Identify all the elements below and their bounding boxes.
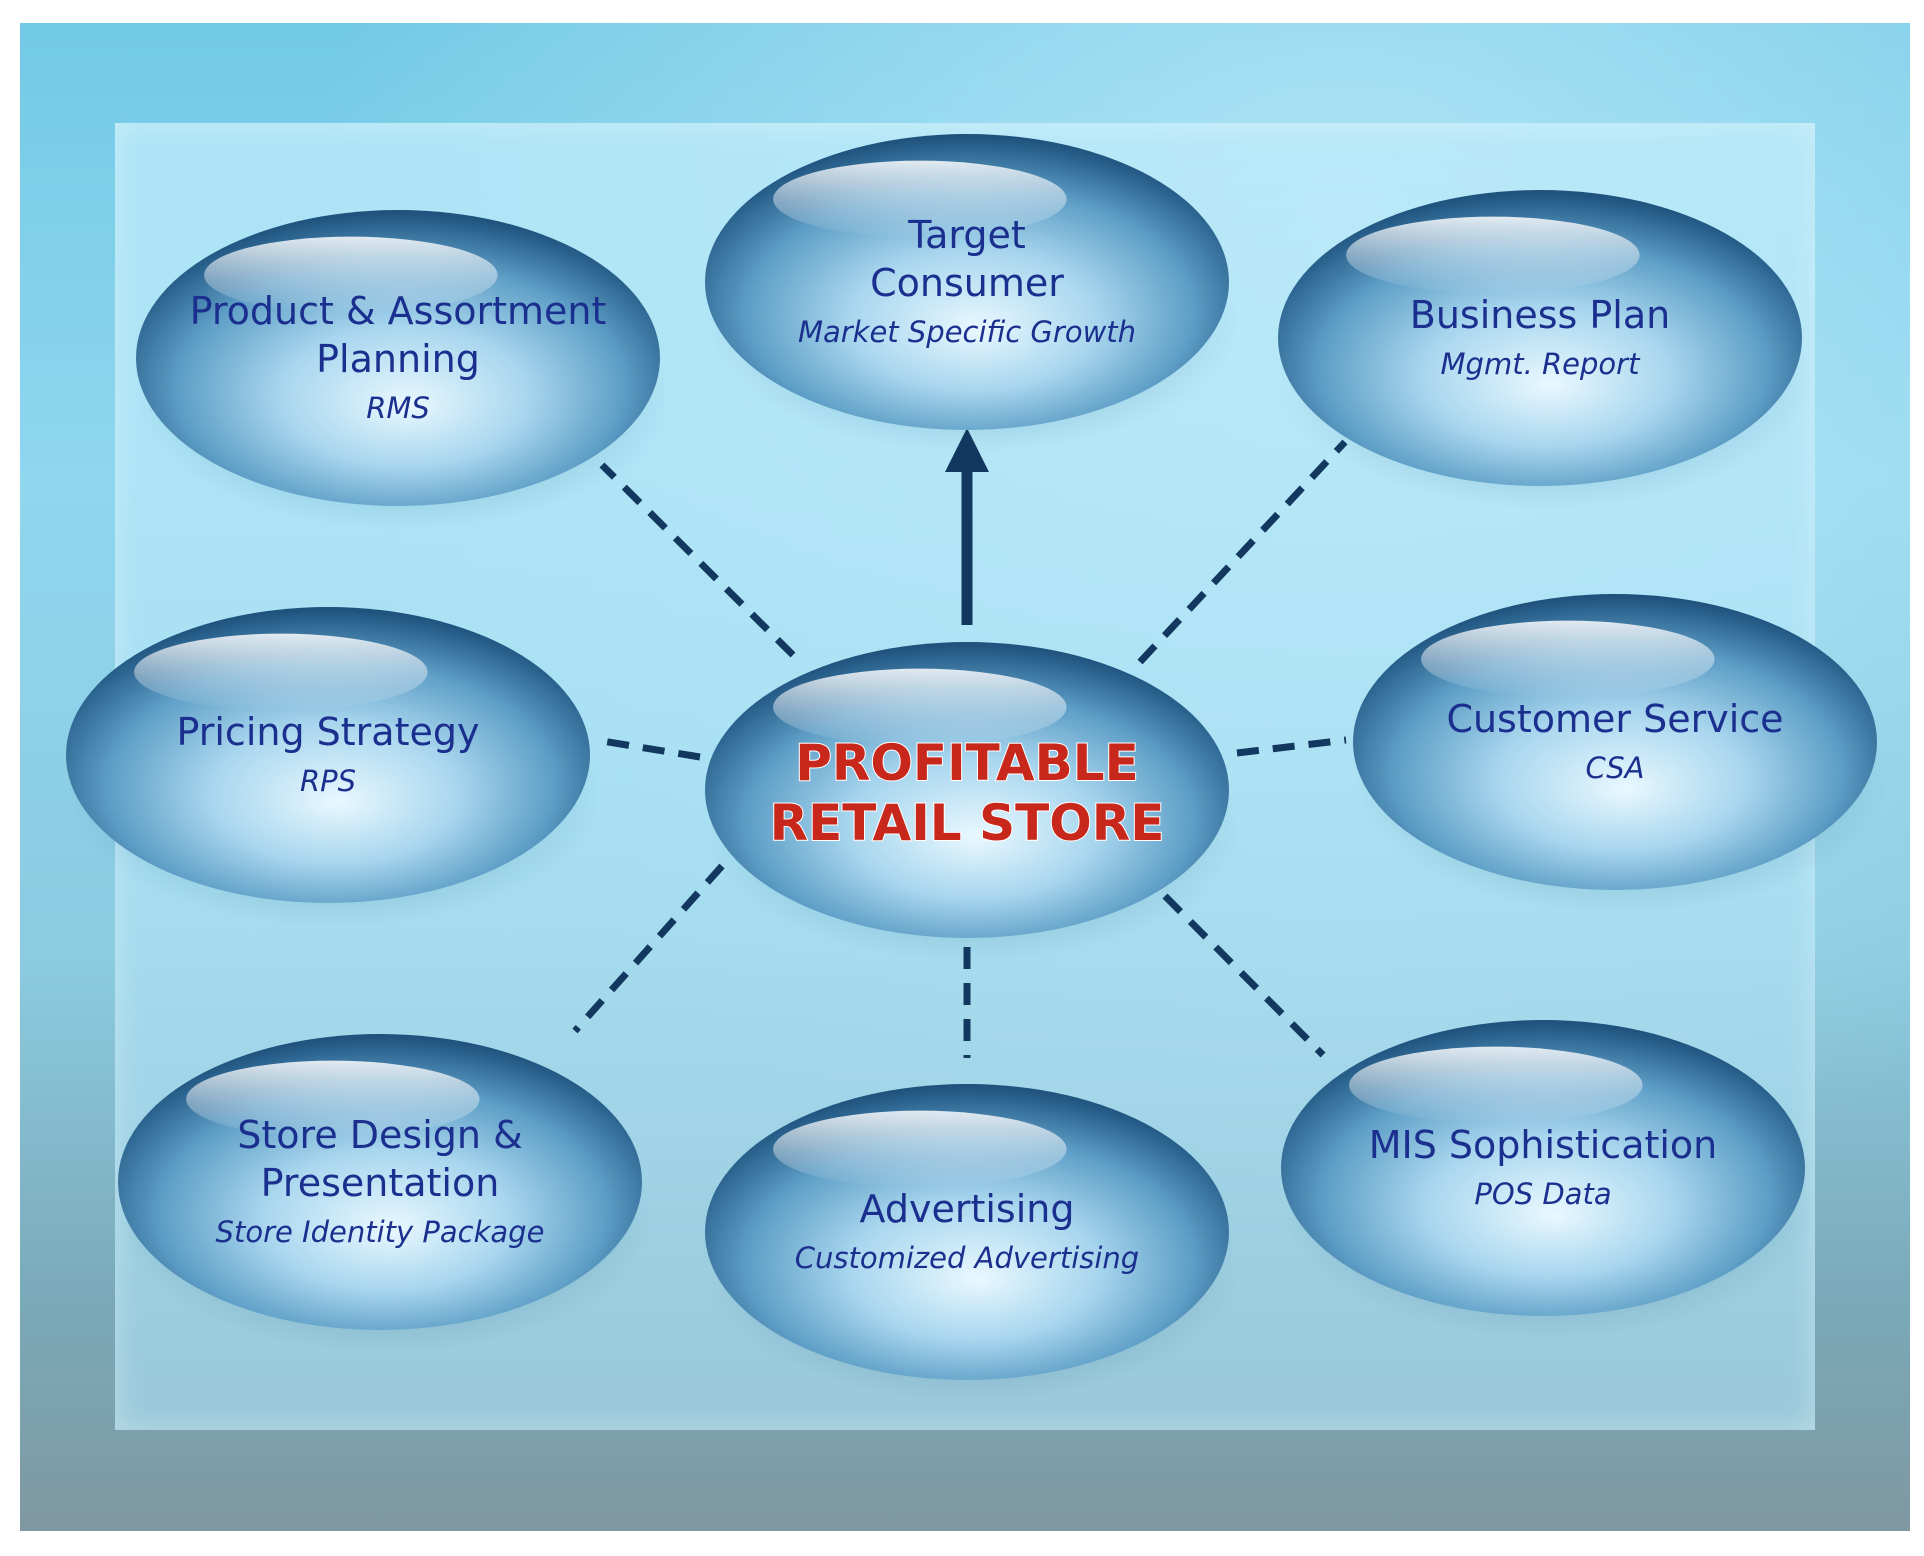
node-title: MIS Sophistication (1369, 1123, 1718, 1167)
node-title: Business Plan (1410, 293, 1671, 337)
node-title: Product & Assortment (190, 289, 607, 333)
node-subtitle: RMS (366, 391, 430, 425)
connector-pricing-strategy (595, 736, 701, 761)
node-subtitle: Mgmt. Report (1441, 347, 1642, 381)
bubble-highlight (1421, 620, 1715, 698)
bubble-highlight (1349, 1046, 1643, 1124)
node-subtitle: RPS (300, 764, 356, 798)
node-title: Store Design & (237, 1113, 522, 1157)
connector-mis-sophistication (1162, 893, 1326, 1058)
node-title: Consumer (870, 261, 1064, 305)
bubble-highlight (1346, 216, 1640, 294)
center-title-line1: PROFITABLE (795, 734, 1138, 792)
bubble-highlight (773, 160, 1067, 238)
node-subtitle: Customized Advertising (795, 1241, 1139, 1275)
node-title: Customer Service (1446, 697, 1783, 741)
bubble-highlight (773, 668, 1067, 746)
connector-product-assortment (599, 462, 796, 658)
node-subtitle: POS Data (1474, 1177, 1611, 1211)
node-title: Target (907, 213, 1026, 257)
bubble-highlight (134, 633, 428, 711)
node-subtitle: Market Specific Growth (798, 315, 1136, 349)
node-title: Planning (316, 337, 480, 381)
bubble-highlight (186, 1060, 480, 1138)
node-subtitle: Store Identity Package (216, 1215, 545, 1249)
bubble-highlight (773, 1110, 1067, 1188)
connector-layer (572, 428, 1348, 1058)
node-title: Advertising (860, 1187, 1075, 1231)
bubble-highlight (204, 236, 498, 314)
connector-customer-service (1236, 736, 1347, 757)
connector-business-plan (1137, 439, 1348, 665)
node-title: Pricing Strategy (177, 710, 480, 754)
node-title: Presentation (261, 1161, 500, 1205)
center-title-line2: RETAIL STORE (770, 794, 1165, 852)
node-subtitle: CSA (1585, 751, 1644, 785)
connector-store-design (572, 863, 725, 1034)
